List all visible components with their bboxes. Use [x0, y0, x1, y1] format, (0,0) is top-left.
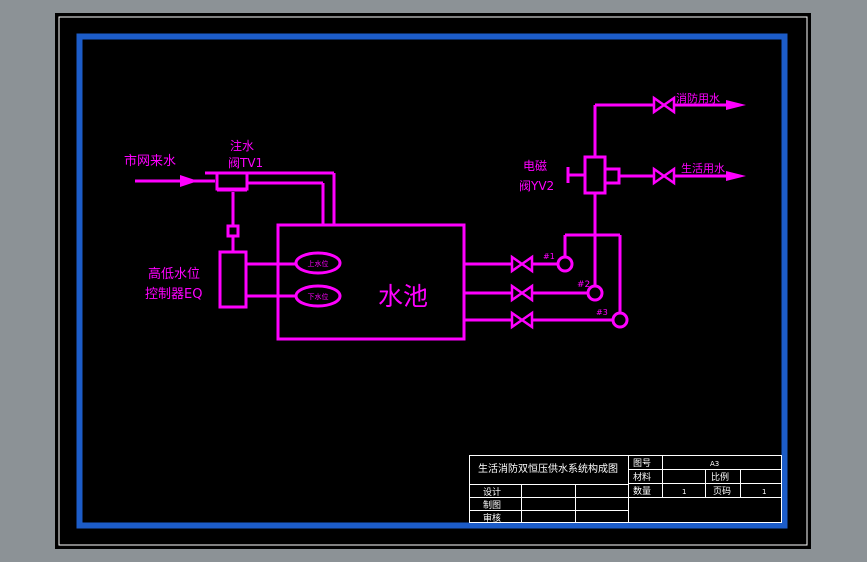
inlet-valve-label-2: 阀TV1 — [228, 156, 263, 170]
material-label: 材料 — [633, 471, 651, 483]
level-controller-label-2: 控制器EQ — [145, 287, 202, 302]
gate-valve-3 — [510, 310, 534, 330]
drawn-label: 制图 — [483, 499, 501, 511]
drawing-no-value: A3 — [710, 460, 719, 468]
solenoid-label-2: 阀YV2 — [519, 179, 554, 193]
title-block — [469, 455, 782, 523]
lower-level-label: 下水位 — [308, 292, 329, 301]
drawing-sheet — [55, 13, 811, 549]
review-label: 审核 — [483, 512, 501, 524]
upper-level-label: 上水位 — [308, 259, 329, 268]
gate-valve-2 — [510, 283, 534, 303]
pump3-label: #3 — [596, 308, 608, 317]
fire-water-label: 消防用水 — [676, 91, 720, 105]
fire-arrow — [726, 100, 746, 110]
diagram-labels: 市网来水 注水 阀TV1 高低水位 控制器EQ 水池 上水位 下水位 电磁 阀Y… — [124, 91, 725, 317]
domestic-arrow — [726, 171, 746, 181]
level-controller-label-1: 高低水位 — [148, 266, 200, 282]
title-block-frame — [469, 455, 782, 523]
upper-level-sensor — [294, 251, 342, 275]
fire-gate-valve — [652, 95, 676, 115]
title-block-text: 生活消防双恒压供水系统构成图 图号 A3 材料 比例 数量 1 页码 1 设计 … — [478, 458, 766, 524]
city-water-label: 市网来水 — [124, 153, 176, 169]
flow-arrows — [180, 100, 746, 187]
drawing-title: 生活消防双恒压供水系统构成图 — [478, 462, 618, 475]
pump2-label: #2 — [577, 280, 590, 290]
gate-valve-1 — [510, 254, 534, 274]
tank-label: 水池 — [378, 282, 428, 311]
piping — [135, 103, 728, 341]
inlet-arrow — [180, 175, 198, 187]
drawing-no-label: 图号 — [633, 458, 651, 469]
scale-label: 比例 — [711, 471, 729, 483]
level-controller-body — [218, 250, 248, 309]
domestic-gate-valve — [652, 166, 676, 186]
solenoid-label-1: 电磁 — [523, 158, 547, 173]
domestic-water-label: 生活用水 — [681, 161, 725, 175]
quantity-value: 1 — [682, 488, 686, 496]
lower-level-sensor — [294, 284, 342, 308]
outer-frame — [58, 16, 808, 546]
design-label: 设计 — [483, 486, 501, 498]
inlet-valve-label-1: 注水 — [230, 138, 254, 153]
sheet-value: 1 — [762, 488, 766, 496]
gate-valves — [510, 95, 676, 330]
tank-body — [276, 223, 466, 341]
pump1-label: #1 — [543, 252, 555, 261]
quantity-label: 数量 — [633, 485, 651, 497]
drawing-border — [76, 33, 788, 529]
sheet-label: 页码 — [713, 486, 731, 497]
